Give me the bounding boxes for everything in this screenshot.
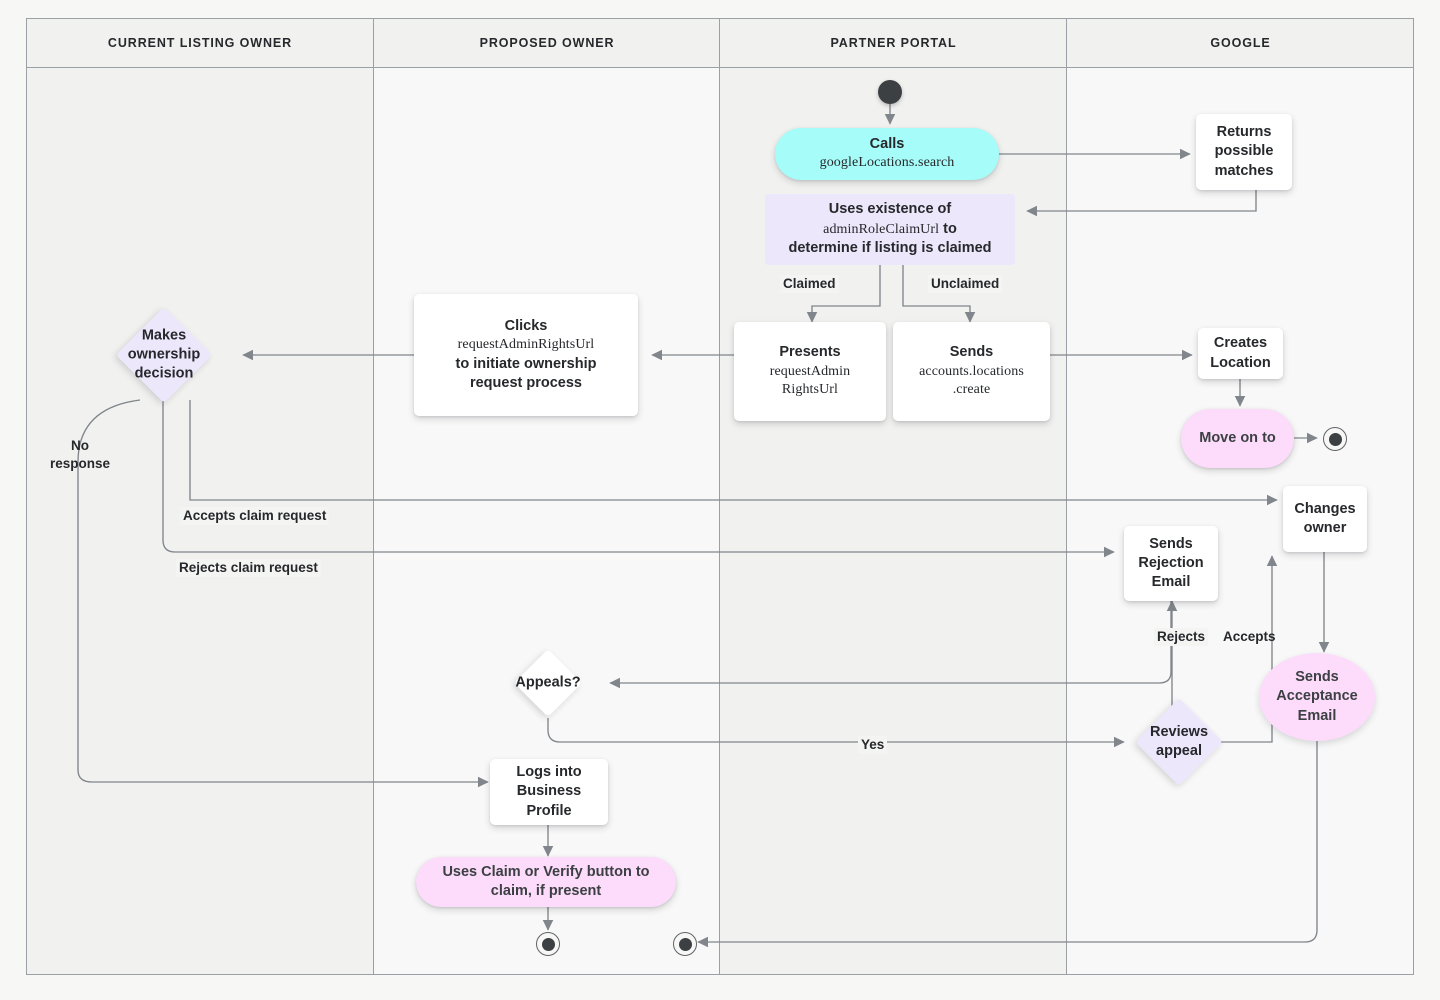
node-label: Move on to bbox=[1199, 429, 1276, 446]
node-sends-rejection-email[interactable]: Sends Rejection Email bbox=[1124, 526, 1218, 601]
edge-label-claimed: Claimed bbox=[780, 275, 839, 293]
node-label: Sends Acceptance Email bbox=[1276, 669, 1358, 724]
end-terminator-google bbox=[1323, 427, 1347, 451]
node-uses-claim-or-verify-button[interactable]: Uses Claim or Verify button to claim, if… bbox=[416, 857, 676, 907]
edge-label-rejects-claim-request: Rejects claim request bbox=[176, 559, 321, 577]
node-calls-google-locations-search[interactable]: Calls googleLocations.search bbox=[775, 128, 999, 180]
node-line-2: accounts.locations bbox=[919, 363, 1024, 379]
node-line-1: Uses existence of bbox=[828, 201, 952, 218]
node-changes-owner[interactable]: Changes owner bbox=[1283, 486, 1367, 552]
lane-frame bbox=[26, 18, 1414, 975]
node-label: Returns possible matches bbox=[1214, 124, 1274, 179]
node-line-2: googleLocations.search bbox=[819, 155, 955, 171]
node-line-1: Presents bbox=[779, 344, 841, 361]
node-appeals-decision[interactable]: Appeals? bbox=[514, 649, 582, 717]
edge-label-accepts: Accepts bbox=[1223, 629, 1276, 644]
node-line-1: Sends bbox=[949, 344, 994, 361]
edge-label-accepts-claim-request: Accepts claim request bbox=[180, 507, 330, 525]
edge-label-yes: Yes bbox=[858, 736, 888, 754]
node-sends-accounts-locations-create[interactable]: Sends accounts.locations .create bbox=[893, 322, 1050, 421]
node-uses-existence-of-admin-role-claim-url[interactable]: Uses existence of adminRoleClaimUrl to d… bbox=[765, 194, 1015, 265]
node-line-3: RightsUrl bbox=[781, 382, 839, 398]
node-logs-into-business-profile[interactable]: Logs into Business Profile bbox=[490, 759, 608, 825]
node-line-2: requestAdmin bbox=[769, 363, 851, 379]
node-creates-location[interactable]: Creates Location bbox=[1198, 328, 1283, 379]
node-sends-acceptance-email[interactable]: Sends Acceptance Email bbox=[1259, 653, 1375, 741]
edge-label-unclaimed: Unclaimed bbox=[928, 275, 1003, 293]
node-line-4: request process bbox=[469, 374, 582, 391]
node-code-token: adminRoleClaimUrl bbox=[823, 221, 940, 237]
node-label: Changes owner bbox=[1294, 500, 1356, 536]
node-line-2-tail: to bbox=[939, 220, 957, 237]
node-line-1: Clicks bbox=[504, 317, 548, 334]
node-makes-ownership-decision[interactable]: Makes ownership decision bbox=[115, 306, 213, 404]
edge-label-rejects: Rejects bbox=[1154, 628, 1209, 646]
edge-label-no-response: No response bbox=[49, 438, 111, 471]
node-line-1: Calls bbox=[869, 136, 905, 153]
node-label: Logs into Business Profile bbox=[516, 764, 582, 819]
node-move-on-to[interactable]: Move on to bbox=[1181, 409, 1294, 468]
node-line-3: to initiate ownership bbox=[455, 355, 597, 372]
node-presents-request-admin-rights-url[interactable]: Presents requestAdmin RightsUrl bbox=[734, 322, 886, 421]
node-label: Makes ownership decision bbox=[127, 327, 201, 382]
node-line-3: .create bbox=[952, 382, 991, 398]
node-label: Reviews appeal bbox=[1149, 724, 1209, 759]
node-label: Appeals? bbox=[515, 674, 581, 691]
start-terminator bbox=[878, 80, 902, 104]
node-label: Creates Location bbox=[1210, 335, 1271, 371]
node-line-2: adminRoleClaimUrl to bbox=[788, 220, 991, 240]
node-label: Uses Claim or Verify button to claim, if… bbox=[442, 863, 650, 899]
node-reviews-appeal[interactable]: Reviews appeal bbox=[1135, 698, 1223, 786]
node-clicks-request-admin-rights-url[interactable]: Clicks requestAdminRightsUrl to initiate… bbox=[414, 294, 638, 416]
node-line-2: requestAdminRightsUrl bbox=[457, 337, 595, 353]
node-line-3: determine if listing is claimed bbox=[788, 240, 992, 257]
node-label: Sends Rejection Email bbox=[1138, 535, 1204, 591]
end-terminator-proposed-owner bbox=[536, 932, 560, 956]
end-terminator-partner-portal bbox=[673, 932, 697, 956]
node-returns-possible-matches[interactable]: Returns possible matches bbox=[1196, 114, 1292, 190]
